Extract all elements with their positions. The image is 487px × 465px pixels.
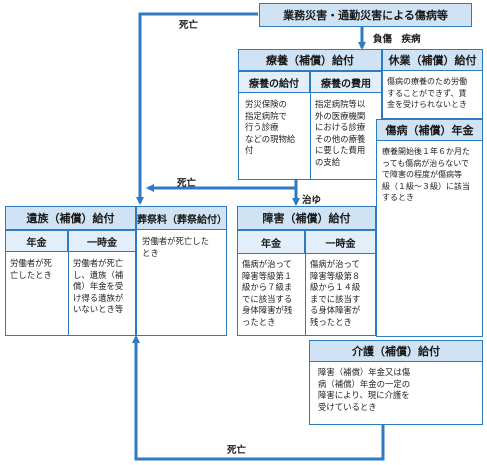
death-label-middle: 死亡 <box>177 178 197 189</box>
survivor-lump-sum-title: 一時金 <box>68 230 136 252</box>
absence-benefit-text: 傷病の療養のため労働 することができず、賃 金を受けられないとき <box>387 77 467 109</box>
medical-divider <box>310 93 311 180</box>
death-label-bottom: 死亡 <box>227 445 247 456</box>
medical-cost-title-text: 療養の費用 <box>321 78 371 90</box>
disability-lump-sum-title-text: 一時金 <box>325 238 356 250</box>
funeral-benefit-text: 労働者が死亡した とき <box>142 236 209 258</box>
survivor-benefit-title-text: 遺族（補償）給付 <box>26 212 115 225</box>
top-box: 業務災害・通勤災害による傷病等 <box>259 3 472 27</box>
disability-benefit-title: 障害（補償）給付 <box>237 206 376 230</box>
sickness-pension-text: 療養開始後１年６か月た っても傷病が治らないで で障害の程度が傷病等 級（１級〜… <box>382 147 470 202</box>
benefit-in-kind-text: 労災保険の 指定病院で 行う診療 などの現物給 付 <box>245 99 296 155</box>
funeral-benefit-title-text: 葬祭料（葬祭給付） <box>137 214 227 226</box>
survivor-benefit-title: 遺族（補償）給付 <box>5 206 136 230</box>
injury-illness-label: 負傷 疾病 <box>373 34 421 45</box>
death-arrow-bottom <box>132 335 385 461</box>
sickness-pension-title: 傷病（補償）年金 <box>376 119 483 141</box>
benefit-in-kind-title: 療養の給付 <box>238 71 310 93</box>
disability-pension-text: 傷病が治って 障害等級第１ 級から７級ま でに該当する 身体障害が残 ったとき <box>242 259 293 327</box>
death-arrow-top <box>136 12 258 205</box>
disability-benefit-title-text: 障害（補償）給付 <box>262 212 351 225</box>
disability-lump-sum-title: 一時金 <box>305 230 376 254</box>
sickness-pension-title-text: 傷病（補償）年金 <box>385 124 474 137</box>
benefit-in-kind-title-text: 療養の給付 <box>249 78 299 90</box>
disability-divider <box>305 254 306 336</box>
disability-pension-title: 年金 <box>237 230 305 254</box>
absence-benefit-title: 休業（補償）給付 <box>382 49 483 71</box>
medical-benefit-title: 療養（補償）給付 <box>238 49 382 71</box>
medical-cost-text: 指定病院等以 外の医療機関 における診療 その他の療養 に要した費用 の支給 <box>315 99 366 167</box>
sickness-pension-block <box>376 119 483 337</box>
absence-benefit-title-text: 休業（補償）給付 <box>388 54 477 67</box>
funeral-benefit-title: 葬祭料（葬祭給付） <box>136 206 227 230</box>
care-benefit-title-text: 介護（補償）給付 <box>352 345 440 358</box>
survivor-pension-title: 年金 <box>5 230 68 252</box>
care-benefit-text: 障害（補償）年金又は傷 病（補償）年金の一定の 障害により、現に介護を 受けてい… <box>318 367 411 412</box>
survivor-pension-title-text: 年金 <box>26 237 47 249</box>
cured-label: 治ゆ <box>302 195 322 206</box>
medical-cost-title: 療養の費用 <box>310 71 382 93</box>
death-label-top: 死亡 <box>179 20 199 31</box>
disability-lump-sum-text: 傷病が治って 障害等級第８ 級から１４級 までに該当す る身体障害が 残ったとき <box>310 259 361 327</box>
disability-pension-title-text: 年金 <box>261 238 281 250</box>
survivor-divider <box>68 252 69 336</box>
survivor-lump-sum-text: 労働者が死亡 し、遺族（補 償）年金を受 け得る遺族が いないとき等 <box>73 258 124 314</box>
care-benefit-title: 介護（補償）給付 <box>309 340 483 362</box>
survivor-pension-text: 労働者が死 亡したとき <box>10 258 52 280</box>
survivor-lump-sum-title-text: 一時金 <box>87 237 117 249</box>
medical-benefit-title-text: 療養（補償）給付 <box>266 54 354 67</box>
top-box-label: 業務災害・通勤災害による傷病等 <box>283 9 448 22</box>
